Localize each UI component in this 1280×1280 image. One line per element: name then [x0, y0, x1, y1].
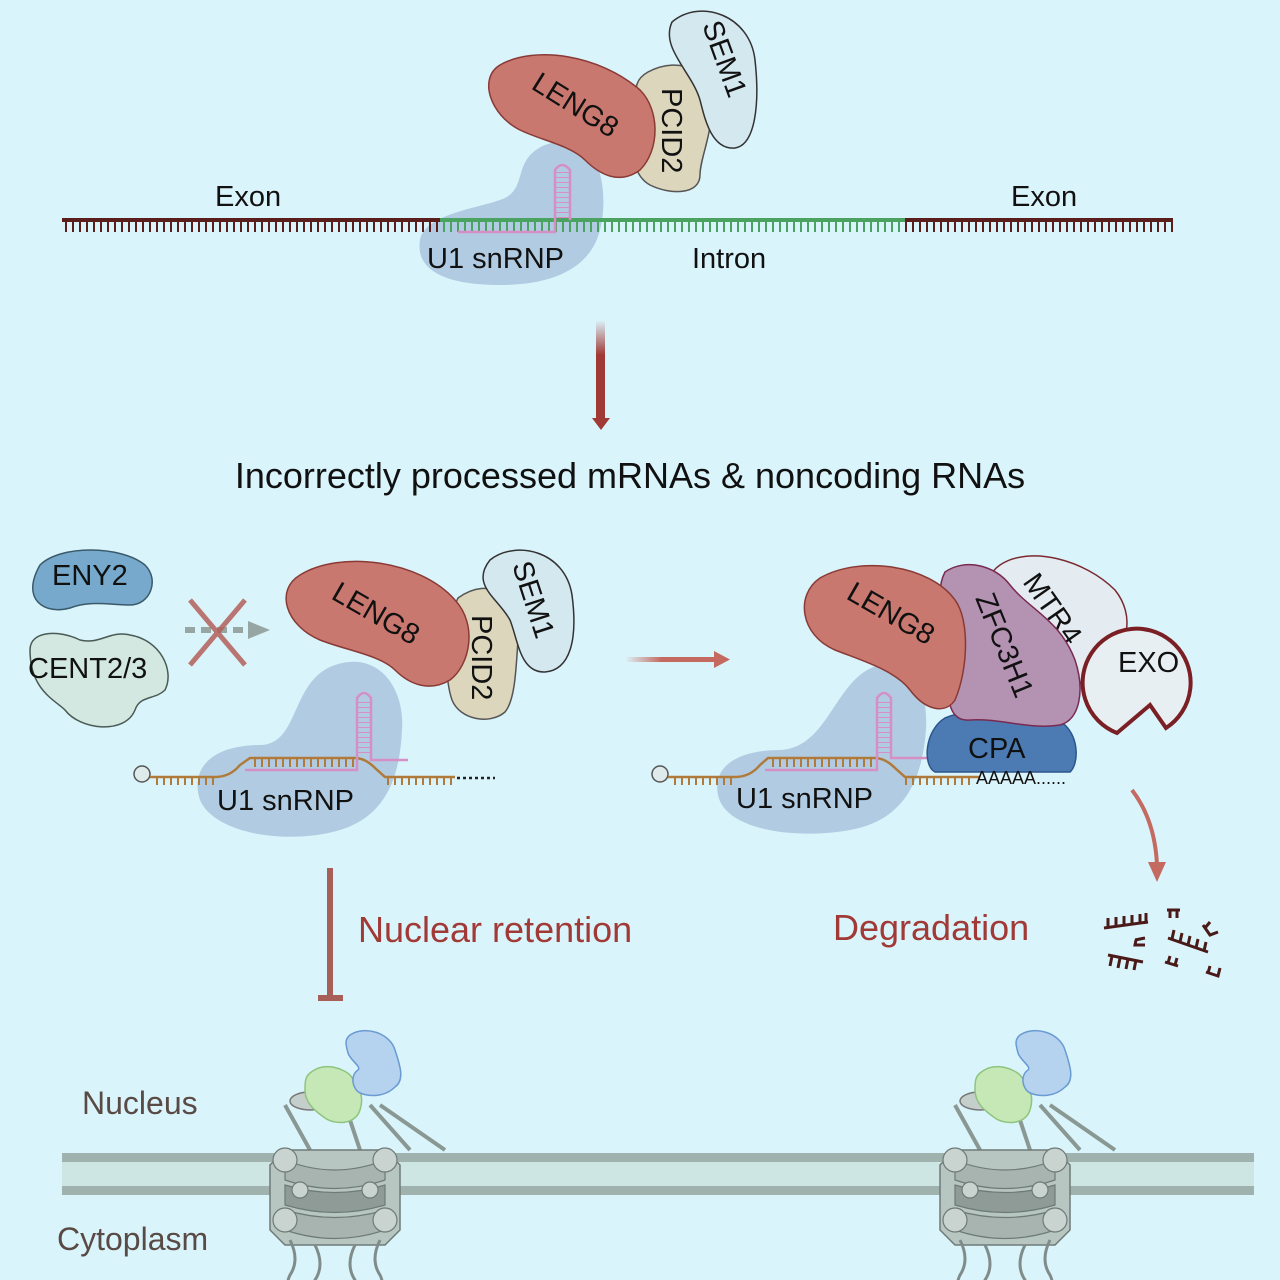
nuclear-envelope	[62, 1153, 1254, 1195]
rna-left-bases-a	[152, 777, 217, 785]
leng8-shape-right	[803, 564, 967, 710]
right-panel: CPA AAAAA...... MTR4 ZFC3H1 LENG8 EXO U1…	[651, 555, 1222, 978]
intron-label: Intron	[692, 243, 766, 275]
nuclear-pore-complex-left	[269, 1029, 447, 1280]
left-panel: ENY2 CENT2/3 LENG8 PCID2 SEM1	[28, 549, 632, 1001]
rna-right-bases-a	[670, 777, 735, 785]
blocked-x-icon	[188, 598, 247, 667]
exon-left-label: Exon	[215, 181, 281, 213]
pcid2-label-left: PCID2	[465, 615, 497, 700]
u1-snrnp-label-left: U1 snRNP	[217, 785, 354, 817]
exo-label: EXO	[1118, 647, 1179, 679]
poly-a-tail: AAAAA......	[976, 768, 1066, 788]
u1-snrnp-label-top: U1 snRNP	[427, 243, 564, 275]
nuclear-retention-label: Nuclear retention	[358, 909, 632, 950]
exon-right-bases	[905, 222, 1173, 232]
u1-stem-rungs	[556, 172, 569, 220]
right-arrow-icon	[625, 651, 730, 668]
u1-snrna-right	[765, 691, 930, 772]
cent23-shape	[29, 632, 169, 728]
degradation-label: Degradation	[833, 907, 1029, 948]
u1-snrna	[458, 163, 572, 234]
exon-right-rna	[905, 218, 1173, 222]
cent23-label: CENT2/3	[28, 653, 147, 685]
rna-left-bases-c	[385, 777, 455, 785]
eny2-shape	[32, 549, 153, 611]
u1-snrna-left	[245, 691, 408, 772]
pcid2-label: PCID2	[655, 88, 687, 173]
headline: Incorrectly processed mRNAs & noncoding …	[235, 455, 1025, 496]
cpa-label: CPA	[968, 733, 1026, 765]
cap-icon-right	[651, 765, 669, 783]
rna-right-bases-b	[768, 759, 875, 767]
rna-fragments-icon	[1103, 908, 1222, 978]
exon-left-bases	[62, 222, 440, 232]
leng8-shape	[488, 54, 656, 179]
rna-left	[150, 756, 455, 779]
exon-left-rna	[62, 218, 440, 222]
rna-left-bases-b	[250, 759, 355, 767]
degradation-arrow-icon	[1130, 788, 1166, 882]
eny2-label: ENY2	[52, 560, 128, 592]
u1-snrnp-label-right: U1 snRNP	[736, 783, 873, 815]
inhibition-arrow-icon	[318, 868, 343, 1001]
sem1-shape	[668, 10, 758, 149]
leng8-shape-left	[285, 560, 470, 687]
u1-stem-rungs-left	[358, 700, 370, 756]
cap-icon	[133, 765, 151, 783]
u1-stem-rungs-right	[878, 700, 890, 756]
rna-right	[668, 756, 980, 779]
exon-right-label: Exon	[1011, 181, 1077, 213]
rna-right-bases-c	[905, 777, 975, 785]
sem1-shape-left	[482, 549, 575, 673]
down-arrow-icon	[592, 320, 610, 430]
u1-snrnp-shape-left	[197, 661, 403, 837]
u1-snrnp-shape-right	[717, 663, 927, 834]
exo-shape	[1080, 626, 1193, 736]
cytoplasm-label: Cytoplasm	[57, 1221, 208, 1257]
top-panel: LENG8 PCID2 SEM1 Exon Exon U1 snRNP Intr…	[62, 10, 1173, 285]
nucleus-label: Nucleus	[82, 1085, 198, 1121]
intron-rna	[440, 218, 905, 222]
intron-bases	[440, 222, 905, 232]
